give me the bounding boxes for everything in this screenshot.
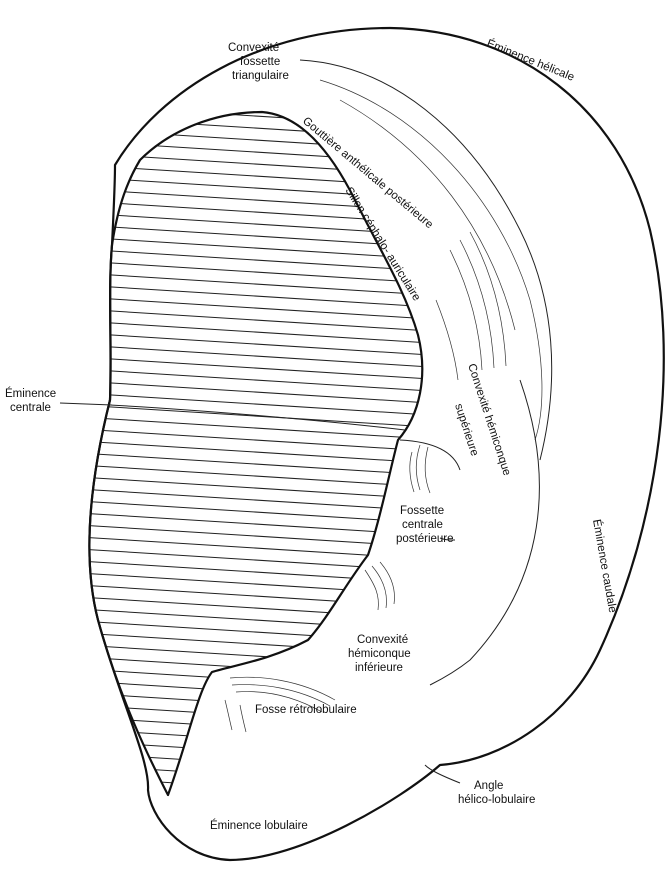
hatch-line xyxy=(80,189,430,211)
hatch-line xyxy=(80,393,430,415)
label-fossette-centrale-1: Fossette xyxy=(400,505,444,517)
label-eminence-centrale-1: Éminence xyxy=(5,387,56,400)
hatch-line xyxy=(80,261,430,283)
hatch-line xyxy=(80,417,430,439)
hatch-line xyxy=(80,285,430,307)
label-eminence-helicale: Éminence hélicale xyxy=(485,37,576,84)
hatch-line xyxy=(80,573,430,595)
hatch-line xyxy=(80,333,430,355)
hatch-line xyxy=(80,249,430,271)
hatch-line xyxy=(80,345,430,367)
hatched-region-outline xyxy=(89,112,422,795)
hatch-line xyxy=(80,537,430,559)
label-eminence-centrale-2: centrale xyxy=(10,402,51,414)
label-fosse-retrolobulaire: Fosse rétrolobulaire xyxy=(255,704,357,716)
hatch-line xyxy=(80,141,430,163)
hatch-line xyxy=(80,741,430,763)
label-angle-1: Angle xyxy=(474,780,503,792)
hatch-line xyxy=(80,549,430,571)
hatch-line xyxy=(80,441,430,463)
hatch-line xyxy=(80,201,430,223)
label-fossette-centrale-3: postérieure xyxy=(396,533,454,545)
hatch-line xyxy=(80,369,430,391)
hatch-line xyxy=(80,489,430,511)
hatch-line xyxy=(80,609,430,631)
hatch-line xyxy=(80,117,430,139)
label-eminence-caudale: Éminence caudale xyxy=(590,518,619,613)
label-convexite-sup-2: supérieure xyxy=(452,402,480,457)
label-eminence-lobulaire: Éminence lobulaire xyxy=(210,819,308,832)
central-line xyxy=(110,405,405,430)
label-convexite-fossette-1: Convexité xyxy=(228,42,279,54)
hatch-line xyxy=(80,561,430,583)
label-convexite-inf-1: Convexité xyxy=(357,634,408,646)
hatch-line xyxy=(80,357,430,379)
hatch-line xyxy=(80,297,430,319)
hatch-line xyxy=(80,729,430,751)
label-convexite-sup-1: Convexité hémiconque xyxy=(465,362,513,477)
hatch-line xyxy=(80,381,430,403)
hatch-line xyxy=(80,477,430,499)
hatch-line xyxy=(80,309,430,331)
hatch-line xyxy=(80,777,430,799)
helix-ridge xyxy=(300,60,552,460)
hatch-line xyxy=(80,453,430,475)
hatch-line xyxy=(80,765,430,787)
hatch-line xyxy=(80,405,430,427)
hatch-line xyxy=(80,465,430,487)
label-convexite-inf-2: hémiconque xyxy=(348,648,411,660)
hatch-line xyxy=(80,273,430,295)
hatch-line xyxy=(80,597,430,619)
hatch-line xyxy=(80,321,430,343)
label-convexite-inf-3: inférieure xyxy=(355,662,403,674)
hatch-line xyxy=(80,753,430,775)
hatch-line xyxy=(80,429,430,451)
label-convexite-fossette-2: fossette xyxy=(240,56,280,68)
label-convexite-fossette-3: triangulaire xyxy=(232,70,289,82)
hatch-line xyxy=(80,525,430,547)
label-fossette-centrale-2: centrale xyxy=(402,519,443,531)
label-angle-2: hélico-lobulaire xyxy=(458,794,535,806)
